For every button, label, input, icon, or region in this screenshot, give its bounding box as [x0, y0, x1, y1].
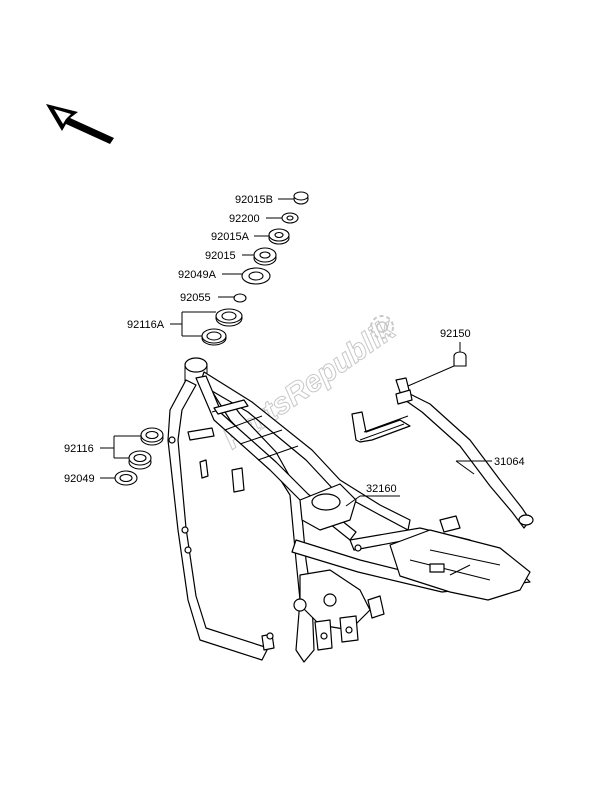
label-92015: 92015 — [205, 250, 236, 262]
washer-92200 — [281, 212, 299, 224]
bearing-92116-lower — [128, 450, 152, 470]
seal-92049 — [114, 470, 138, 486]
label-32160: 32160 — [366, 483, 397, 495]
bearing-92116 — [140, 427, 164, 446]
label-92055: 92055 — [180, 292, 211, 304]
ring-92055 — [233, 293, 247, 303]
label-92200: 92200 — [229, 213, 260, 225]
nut-92015a — [268, 228, 290, 245]
label-92049a: 92049A — [178, 269, 217, 281]
label-31064: 31064 — [494, 456, 525, 468]
label-92150: 92150 — [440, 328, 471, 340]
bearing-92116a-lower — [201, 328, 227, 346]
label-92015b: 92015B — [235, 194, 273, 206]
nut-92015 — [253, 247, 277, 266]
leader-lines — [100, 198, 492, 507]
label-92049: 92049 — [64, 473, 95, 485]
nut-92015b — [293, 191, 309, 205]
front-direction-arrow-icon — [46, 104, 114, 144]
part-labels: 92015B 92200 92015A 92015 92049A 92055 9… — [64, 194, 525, 495]
label-92015a: 92015A — [211, 231, 250, 243]
watermark-gear-icon — [370, 315, 394, 339]
rear-frame-31064 — [351, 377, 534, 529]
main-frame-32160 — [167, 357, 531, 663]
seal-92049a — [241, 267, 271, 285]
label-92116a: 92116A — [127, 319, 165, 331]
bolt-92150 — [453, 351, 467, 367]
bearing-92116a-upper — [215, 308, 243, 327]
label-92116: 92116 — [64, 443, 94, 455]
